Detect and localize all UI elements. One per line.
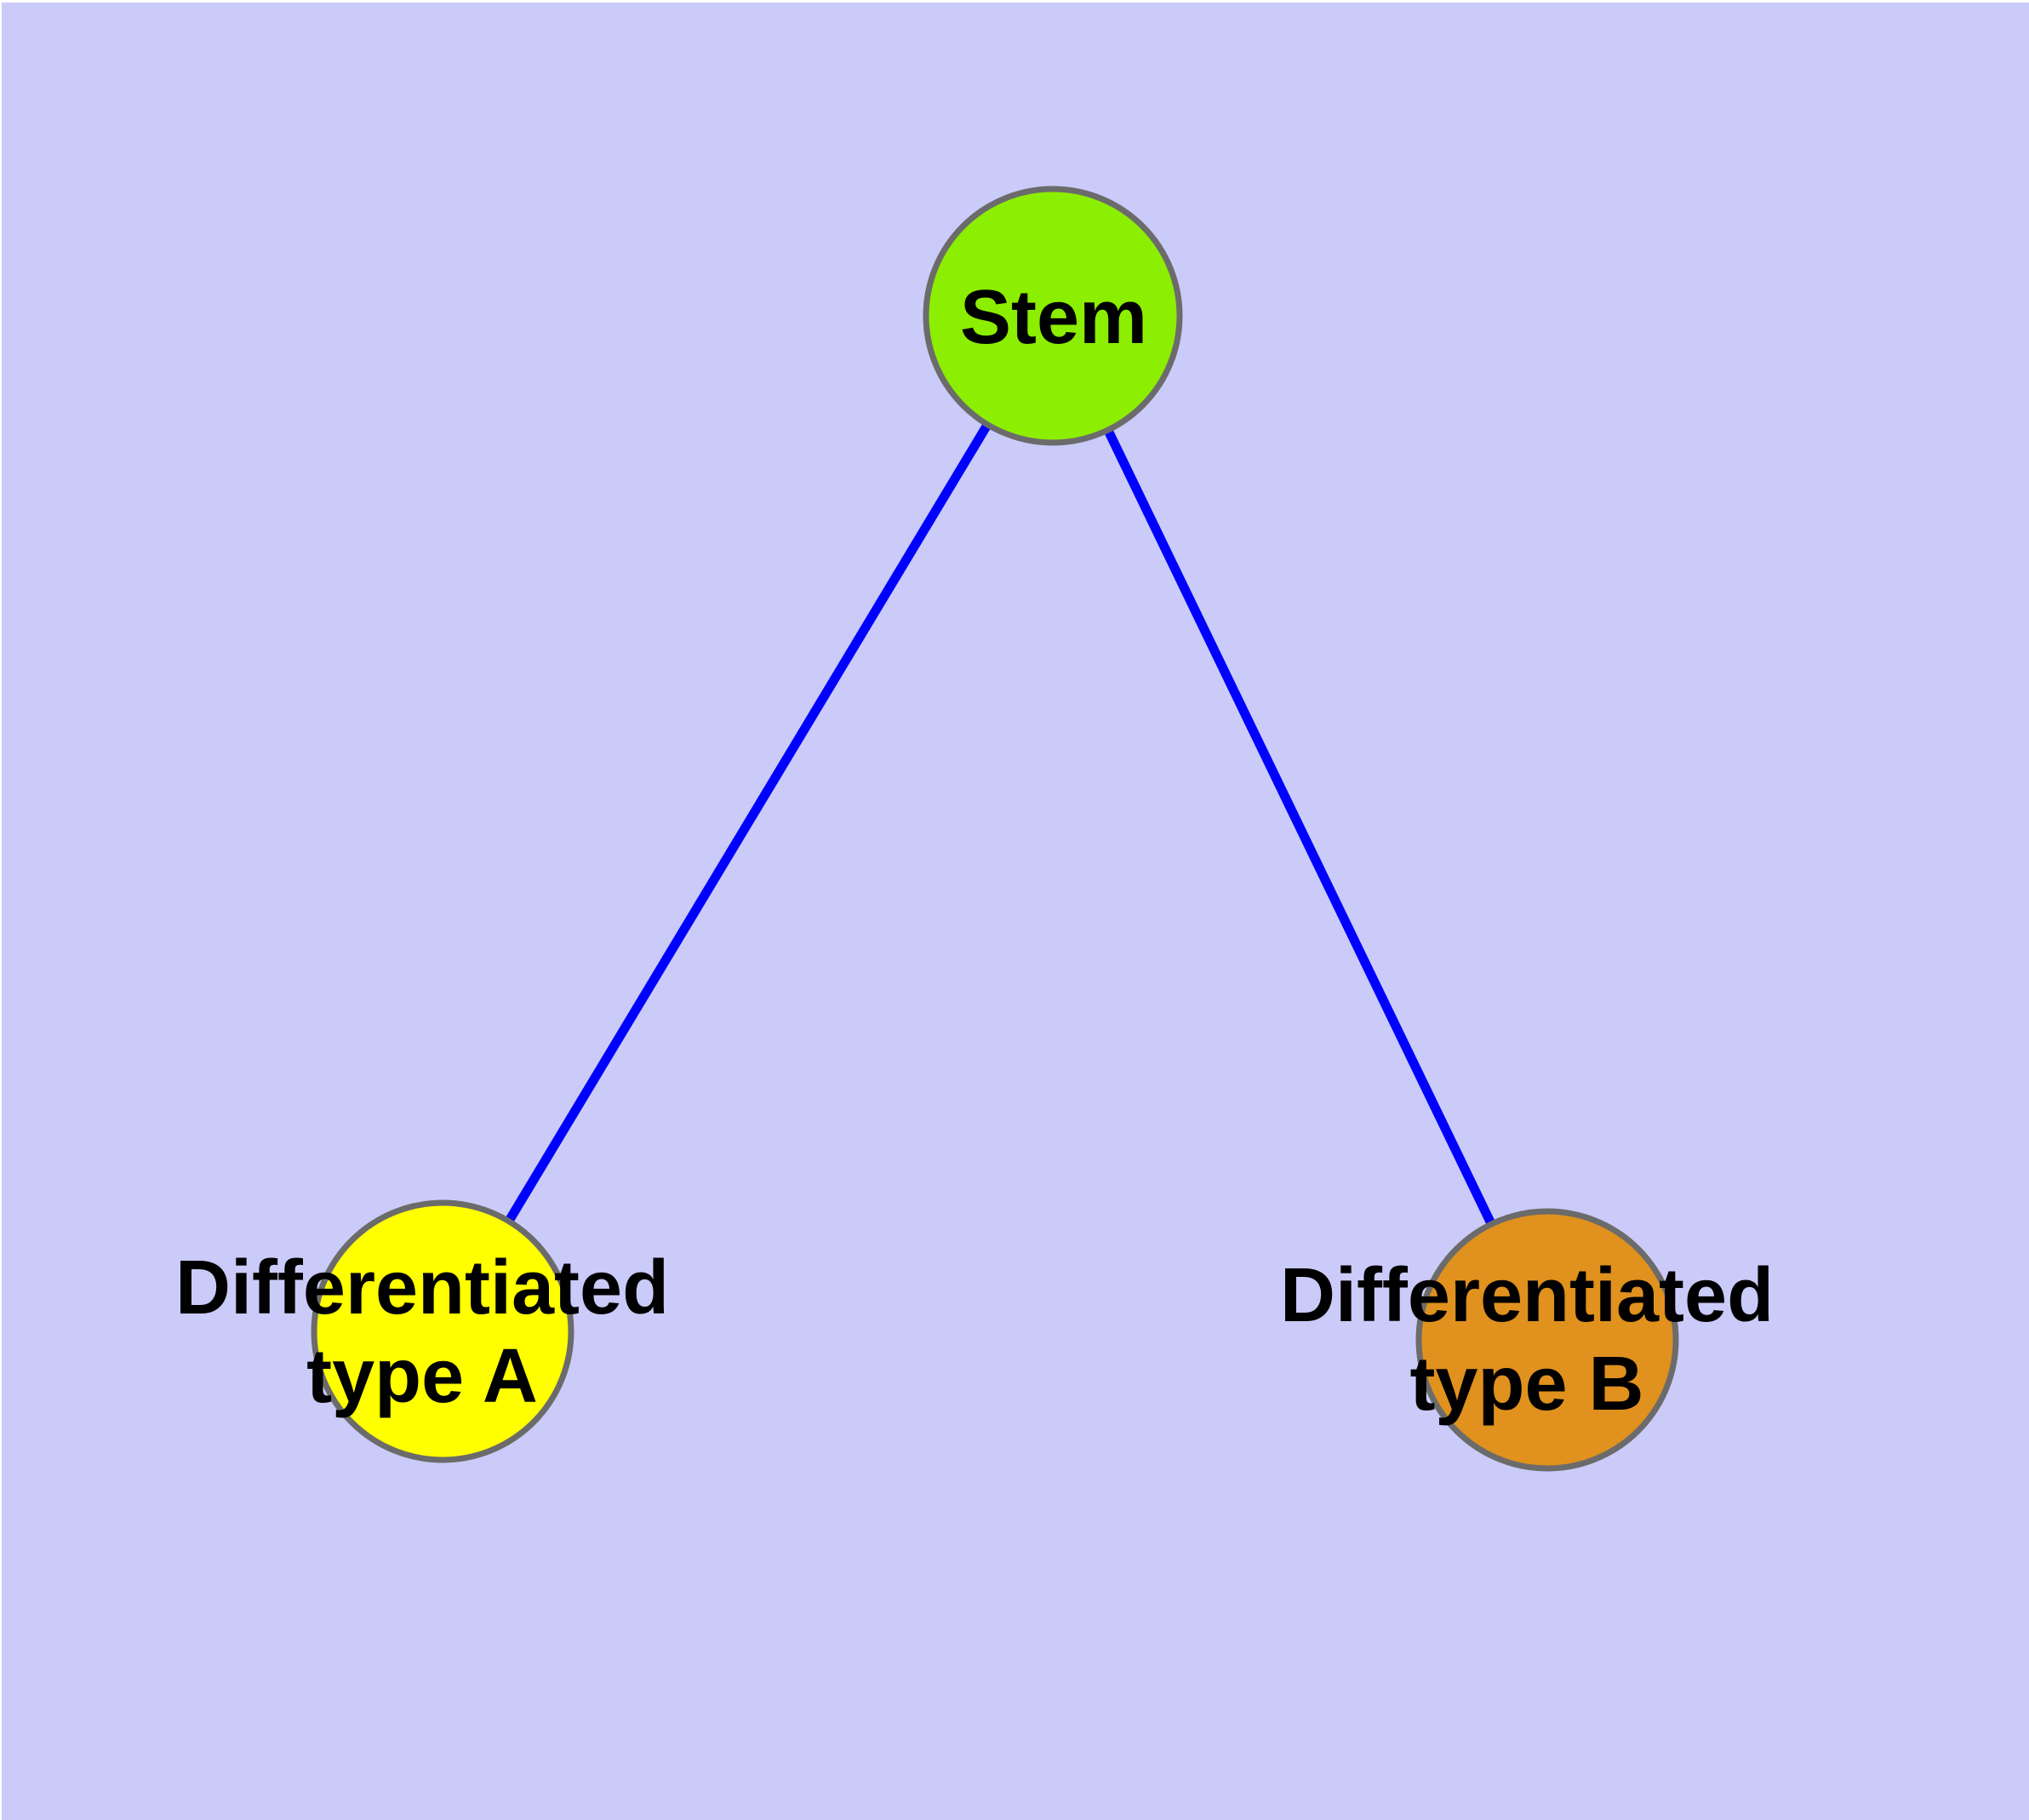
edge-stem-to-type-b	[1049, 313, 1552, 1342]
node-differentiated-type-b	[1415, 1208, 1679, 1472]
edge-stem-to-type-a	[438, 313, 1057, 1334]
node-differentiated-type-a	[311, 1199, 574, 1463]
node-stem	[923, 186, 1183, 446]
